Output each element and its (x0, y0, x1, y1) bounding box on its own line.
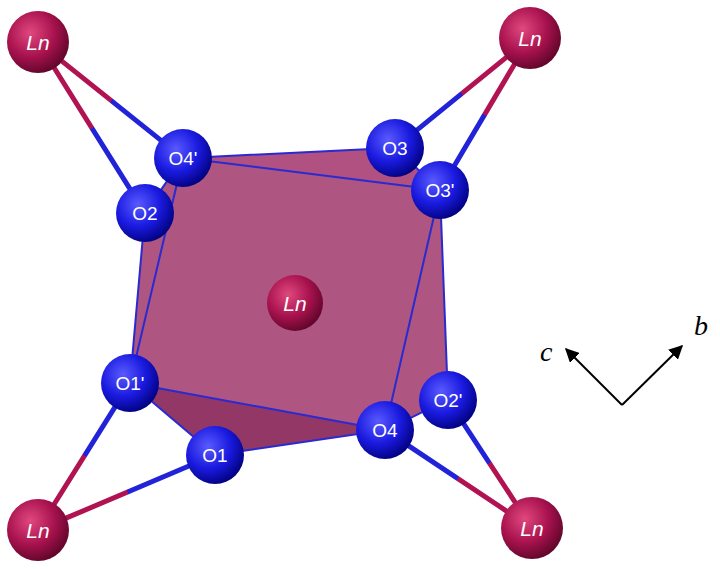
oxygen-atom: O1 (185, 425, 245, 485)
atom-sphere (7, 499, 69, 561)
atom-label: O3 (382, 139, 407, 158)
polyhedron-edge (152, 402, 193, 437)
polyhedron-edge (244, 434, 357, 451)
coordination-bond (417, 58, 505, 130)
polyhedron-edge (416, 168, 419, 170)
polyhedron-edge (161, 182, 166, 189)
lanthanide-atom: Ln (500, 496, 564, 560)
oxygen-atom: O2 (115, 183, 175, 243)
coordination-bond (67, 466, 189, 518)
lanthanide-atom: Ln (6, 10, 70, 74)
atom-sphere (116, 184, 174, 242)
atom-label: O1' (116, 374, 145, 393)
atom-sphere (186, 426, 244, 484)
atom-label: Ln (26, 520, 49, 541)
polyhedron-edge (441, 219, 447, 371)
atom-label: Ln (26, 32, 49, 53)
atom-sphere (499, 7, 561, 69)
oxygen-atom: O4' (153, 128, 213, 188)
axis-label: c (540, 338, 552, 366)
atom-sphere (154, 129, 212, 187)
coordination-bond (54, 408, 114, 504)
polyhedron-face (130, 383, 385, 455)
atom-label: O1 (202, 446, 227, 465)
atom-label: O4 (372, 421, 397, 440)
atom-label: O4' (169, 149, 198, 168)
lanthanide-atom: Ln (498, 6, 562, 70)
coordination-bond (54, 68, 129, 188)
oxygen-atom: O4 (355, 400, 415, 460)
coordination-bond (455, 65, 514, 165)
atom-sphere (411, 161, 469, 219)
atom-label: Ln (283, 293, 306, 314)
atom-label: O3' (426, 181, 455, 200)
polyhedron-edge (411, 412, 422, 417)
atom-sphere (419, 371, 477, 429)
atom-sphere (101, 354, 159, 412)
axis-arrow (566, 349, 622, 405)
polyhedron-edge (133, 242, 143, 354)
axis-label: b (694, 312, 708, 340)
atom-label: O2 (132, 204, 157, 223)
polyhedron-edge (391, 218, 433, 401)
polyhedron-edge (159, 388, 357, 424)
oxygen-atom: O3' (410, 160, 470, 220)
lanthanide-atom: Ln (266, 274, 324, 332)
oxygen-atom: O3 (365, 118, 425, 178)
lanthanide-atom: Ln (6, 498, 70, 562)
axis-arrow (622, 346, 682, 405)
oxygen-atom: O1' (100, 353, 160, 413)
atom-sphere (356, 401, 414, 459)
coordination-bond (409, 446, 506, 511)
atom-label: Ln (520, 518, 543, 539)
oxygen-atom: O2' (418, 370, 478, 430)
atom-sphere (501, 497, 563, 559)
atom-sphere (7, 11, 69, 73)
polyhedron-edge (212, 149, 366, 156)
atom-label: Ln (518, 28, 541, 49)
atom-sphere (366, 119, 424, 177)
atom-label: O2' (434, 391, 463, 410)
coordination-bond (464, 424, 515, 502)
atom-sphere (267, 275, 323, 331)
